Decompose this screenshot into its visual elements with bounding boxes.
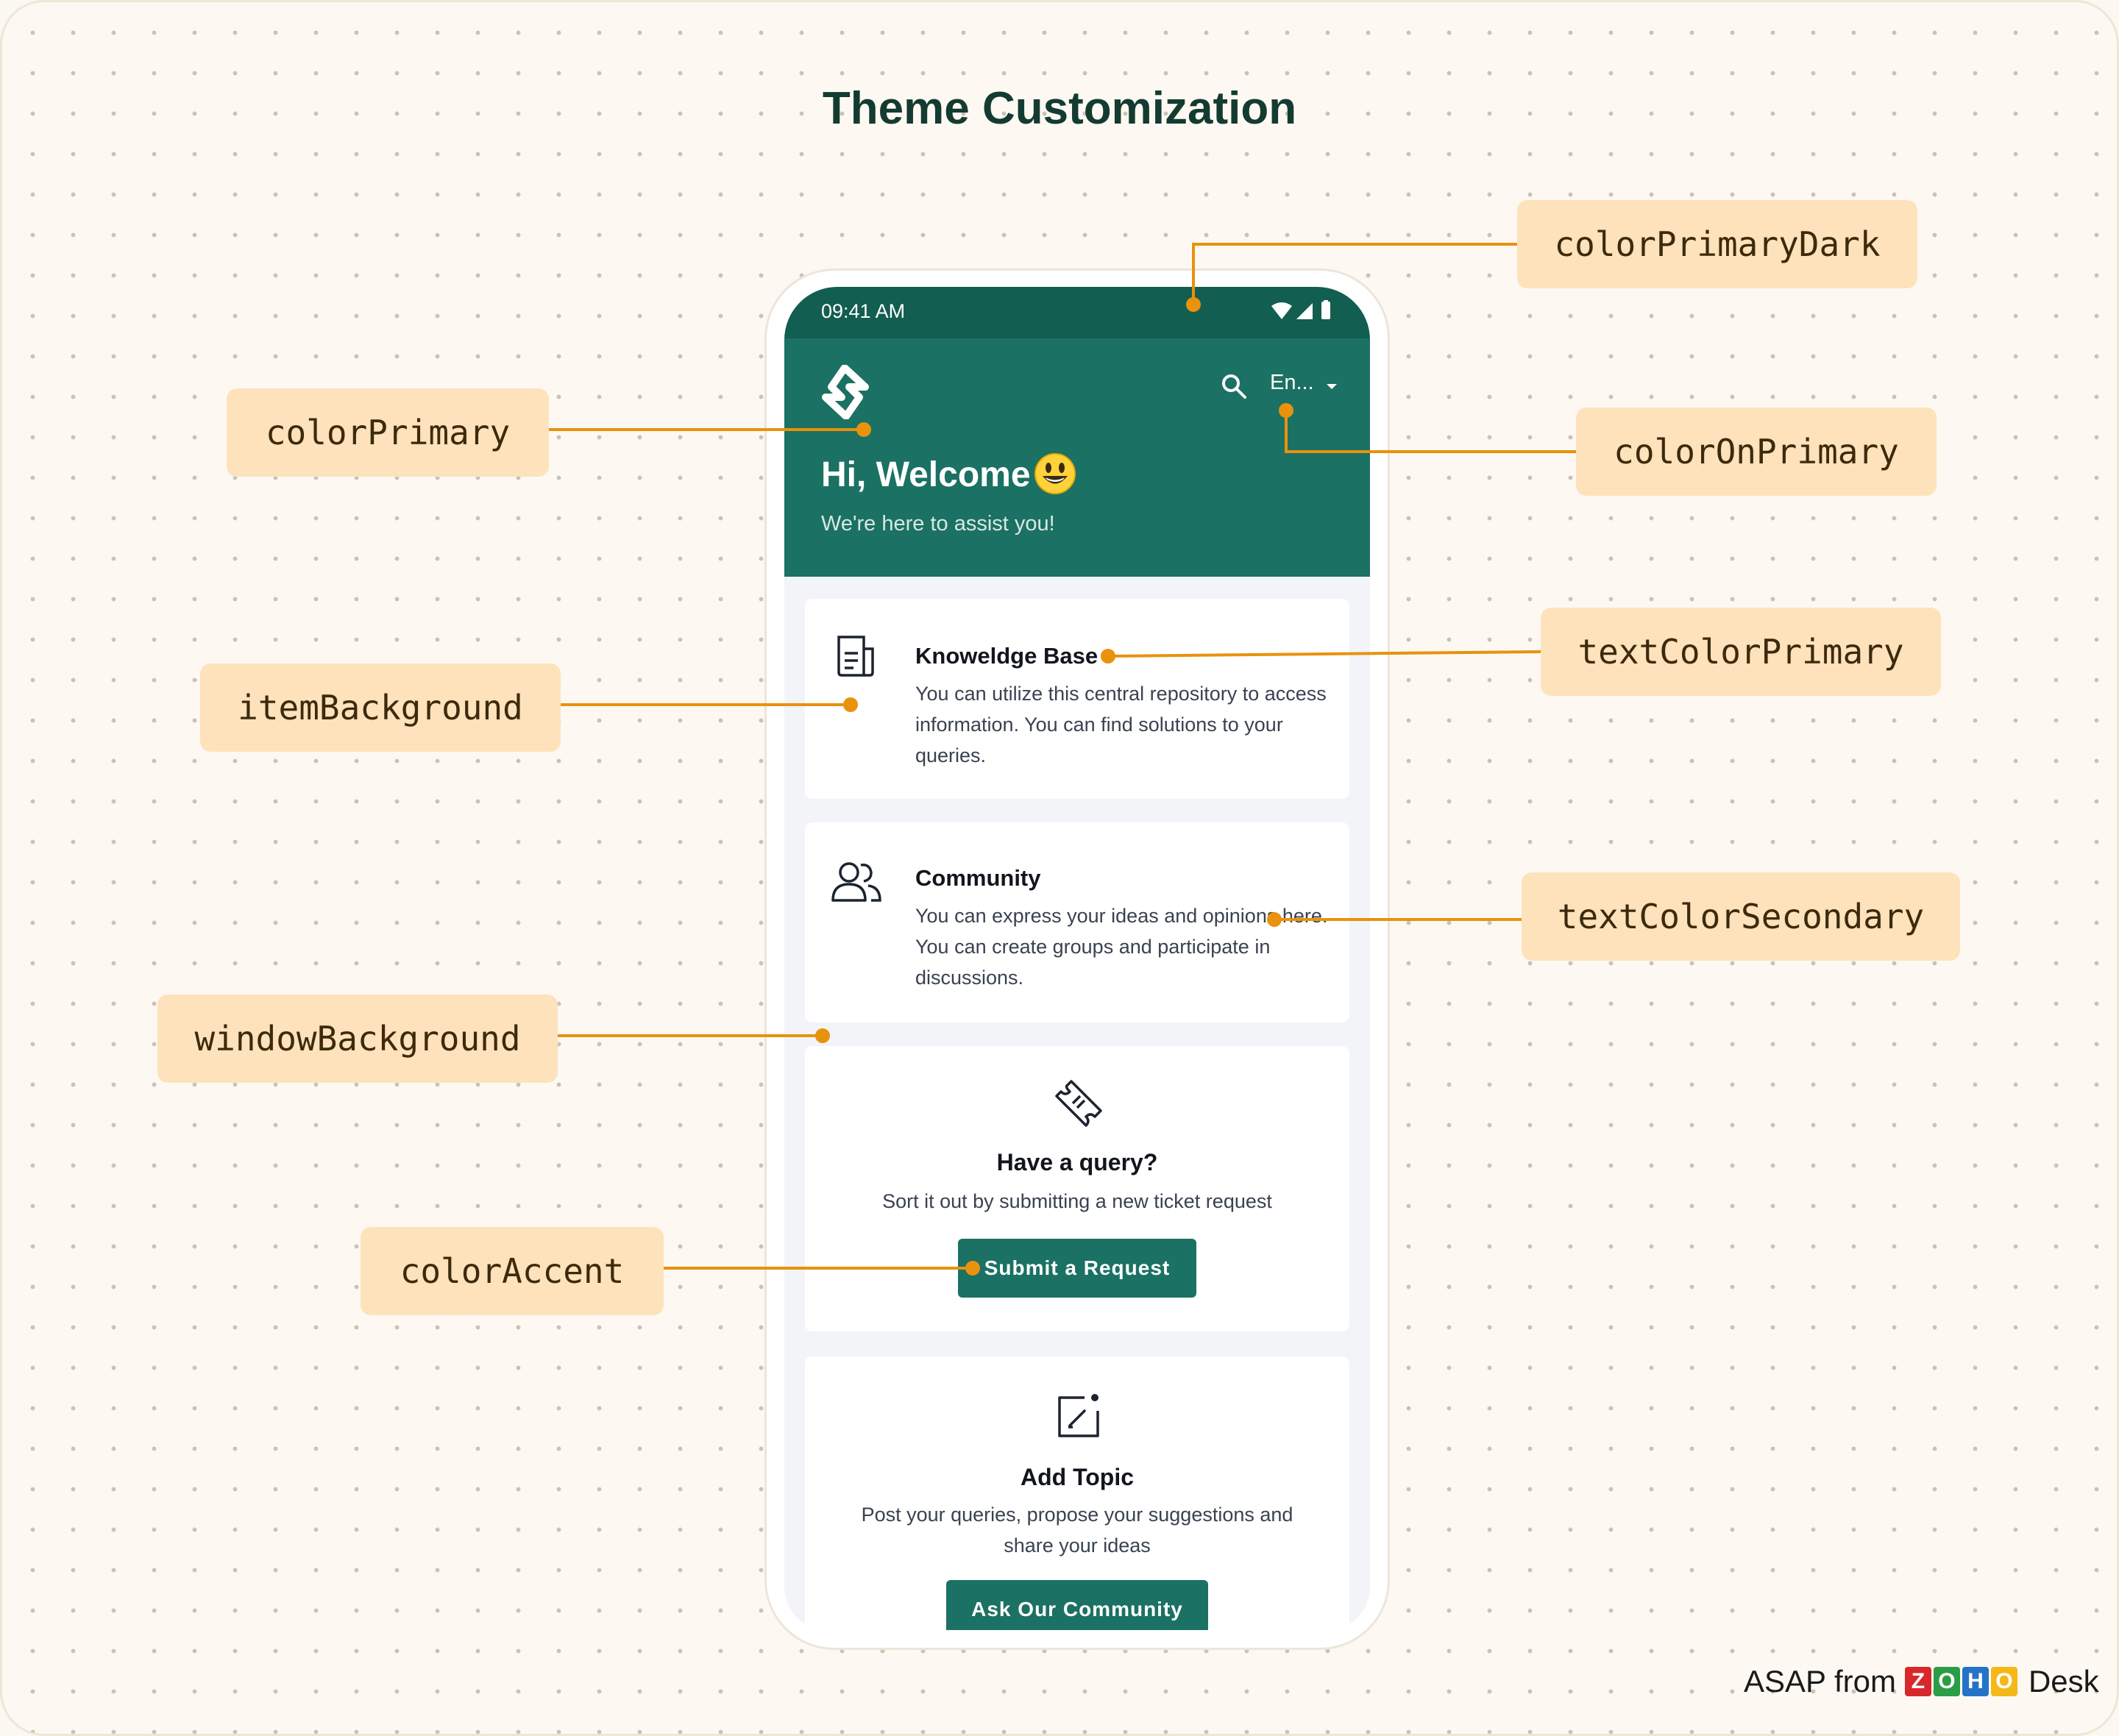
marker-dot xyxy=(1186,297,1201,312)
article-icon xyxy=(834,634,879,682)
ask-community-button[interactable]: Ask Our Community xyxy=(946,1580,1208,1630)
brand-suffix: Desk xyxy=(2028,1664,2099,1698)
brand-prefix: ASAP from xyxy=(1744,1664,1896,1698)
label-color-accent: colorAccent xyxy=(361,1227,664,1315)
search-icon[interactable] xyxy=(1220,372,1249,405)
page-title: Theme Customization xyxy=(822,83,1297,134)
marker-dot xyxy=(1279,403,1293,418)
label-item-background: itemBackground xyxy=(200,664,561,752)
label-color-on-primary: colorOnPrimary xyxy=(1576,408,1937,496)
connector-text-color-primary xyxy=(1107,650,1541,658)
caret-down-icon[interactable] xyxy=(1326,381,1338,394)
welcome-heading: Hi, Welcome xyxy=(821,455,1031,494)
logo-icon xyxy=(820,364,871,423)
app-header: En... Hi, Welcome We're here to assist y… xyxy=(784,338,1370,577)
signal-icon xyxy=(1296,303,1313,319)
battery-icon xyxy=(1321,300,1330,319)
label-text-color-primary: textColorPrimary xyxy=(1541,608,1941,696)
label-color-primary-dark: colorPrimaryDark xyxy=(1517,200,1917,288)
card-description: Post your queries, propose your suggesti… xyxy=(861,1504,1293,1557)
brand-footer: ASAP from Z O H O Desk xyxy=(1744,1659,2099,1704)
marker-dot xyxy=(1101,649,1115,664)
connector-color-on-primary xyxy=(1285,410,1576,453)
smiley-emoji-icon xyxy=(1033,452,1077,499)
label-window-background: windowBackground xyxy=(157,995,558,1083)
marker-dot xyxy=(815,1028,830,1043)
zoho-letter: H xyxy=(1962,1667,1989,1696)
status-icons xyxy=(1270,300,1336,326)
marker-dot xyxy=(856,422,871,437)
marker-dot xyxy=(965,1261,980,1276)
card-description: You can utilize this central repository … xyxy=(915,683,1327,766)
ticket-icon xyxy=(1052,1077,1105,1134)
card-title: Community xyxy=(915,865,1041,891)
status-time: 09:41 AM xyxy=(821,300,906,322)
card-title: Knoweldge Base xyxy=(915,643,1098,669)
language-selector[interactable]: En... xyxy=(1270,371,1314,394)
people-icon xyxy=(831,859,883,907)
zoho-letter: Z xyxy=(1904,1667,1931,1696)
knowledge-base-card[interactable]: Knoweldge Base You can utilize this cent… xyxy=(805,599,1349,799)
marker-dot xyxy=(1267,912,1282,927)
wifi-icon xyxy=(1271,302,1292,319)
submit-request-button[interactable]: Submit a Request xyxy=(958,1239,1196,1298)
connector-color-primary-dark xyxy=(1192,243,1517,305)
welcome-subtitle: We're here to assist you! xyxy=(821,512,1055,536)
card-description: Sort it out by submitting a new ticket r… xyxy=(882,1190,1272,1212)
card-title: Have a query? xyxy=(996,1149,1158,1175)
query-card: Have a query? Sort it out by submitting … xyxy=(805,1046,1349,1331)
add-topic-card: Add Topic Post your queries, propose you… xyxy=(805,1356,1349,1630)
edit-square-icon xyxy=(1052,1390,1104,1445)
label-color-primary: colorPrimary xyxy=(227,388,549,477)
card-title: Add Topic xyxy=(1020,1464,1135,1490)
status-bar: 09:41 AM xyxy=(784,287,1370,338)
zoho-letter: O xyxy=(1990,1667,2017,1696)
community-card[interactable]: Community You can express your ideas and… xyxy=(805,822,1349,1022)
card-description: You can express your ideas and opinions … xyxy=(915,905,1328,989)
marker-dot xyxy=(843,697,858,712)
label-text-color-secondary: textColorSecondary xyxy=(1522,872,1960,961)
zoho-logo: Z O H O xyxy=(1904,1667,2020,1696)
phone-screen: 09:41 AM xyxy=(784,287,1370,1630)
zoho-letter: O xyxy=(1933,1667,1960,1696)
